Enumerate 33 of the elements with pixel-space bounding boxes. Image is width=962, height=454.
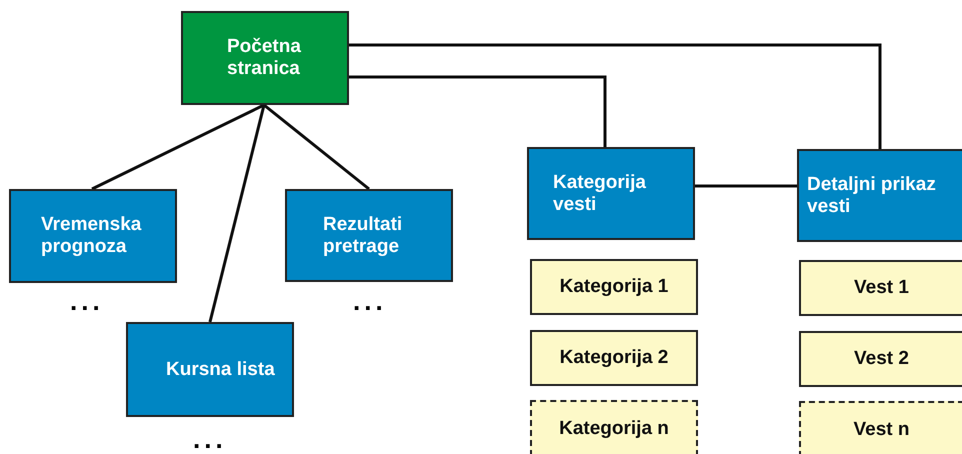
page-box bbox=[181, 11, 349, 105]
connector-line bbox=[695, 184, 797, 188]
item-box bbox=[530, 330, 698, 386]
box-label: Kategorija vesti bbox=[553, 172, 647, 216]
box-label: Kategorija 2 bbox=[560, 347, 668, 369]
box-label: Vest 1 bbox=[854, 277, 909, 299]
box-label: Kategorija 1 bbox=[560, 276, 668, 298]
page-box bbox=[527, 147, 695, 240]
connector-line bbox=[263, 104, 370, 190]
box-label: Vremenska prognoza bbox=[41, 214, 142, 258]
box-label: Vest 2 bbox=[854, 348, 909, 370]
box-label: Početna stranica bbox=[227, 36, 302, 80]
box-label: Detaljni prikaz vesti bbox=[807, 174, 937, 218]
connector-line bbox=[91, 104, 265, 190]
ellipsis-label: ... bbox=[193, 426, 227, 452]
item-box bbox=[530, 400, 698, 454]
box-label: Vest n bbox=[854, 419, 910, 441]
box-label: Kursna lista bbox=[166, 358, 275, 380]
item-box bbox=[799, 401, 962, 454]
page-box bbox=[9, 189, 177, 283]
connector-line bbox=[208, 104, 266, 322]
ellipsis-label: ... bbox=[70, 288, 104, 314]
box-label: Rezultati pretrage bbox=[323, 214, 404, 258]
ellipsis-label: ... bbox=[353, 288, 387, 314]
connector-line bbox=[349, 44, 882, 149]
page-box bbox=[797, 149, 962, 242]
connector-line bbox=[349, 76, 606, 147]
item-box bbox=[799, 260, 962, 316]
box-label: Kategorija n bbox=[559, 418, 669, 440]
item-box bbox=[799, 331, 962, 387]
item-box bbox=[530, 259, 698, 315]
page-box bbox=[126, 322, 294, 417]
page-box bbox=[285, 189, 453, 282]
